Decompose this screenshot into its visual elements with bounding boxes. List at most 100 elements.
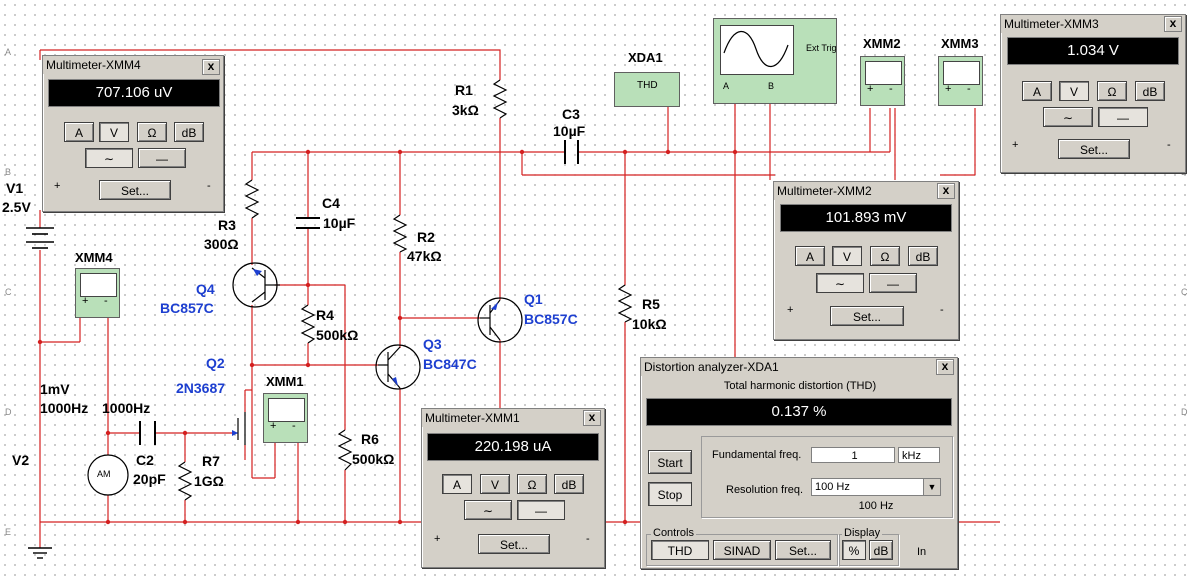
xmm3-btn-db[interactable]: dB <box>1135 81 1165 101</box>
xmm4-btn-v[interactable]: V <box>99 122 129 142</box>
xmm2-set-button[interactable]: Set... <box>830 306 904 326</box>
xmm1-btn-db[interactable]: dB <box>554 474 584 494</box>
v2-amp[interactable]: 1mV <box>40 381 70 397</box>
db-button[interactable]: dB <box>869 540 893 560</box>
q2-model[interactable]: 2N3687 <box>176 380 226 396</box>
r2-ref[interactable]: R2 <box>417 229 435 245</box>
dropdown-arrow-icon[interactable]: ▼ <box>923 479 940 495</box>
thd-button[interactable]: THD <box>651 540 709 560</box>
xmm2-btn-ohm[interactable]: Ω <box>870 246 900 266</box>
xmm4-close-icon[interactable]: x <box>202 59 220 75</box>
c4-value[interactable]: 10µF <box>323 215 356 231</box>
xmm3-btn-v[interactable]: V <box>1059 81 1089 101</box>
stop-button[interactable]: Stop <box>648 482 692 506</box>
xmm2-symbol[interactable]: + - <box>860 56 905 106</box>
xmm3-dc-button[interactable]: — <box>1098 107 1148 127</box>
xmm1-btn-ohm[interactable]: Ω <box>517 474 547 494</box>
xmm4-btn-a[interactable]: A <box>64 122 94 142</box>
xmm2-btn-a[interactable]: A <box>795 246 825 266</box>
sinad-button[interactable]: SINAD <box>713 540 771 560</box>
controls-set-button[interactable]: Set... <box>775 540 831 560</box>
xmm1-ref[interactable]: XMM1 <box>266 374 304 389</box>
q4-ref[interactable]: Q4 <box>196 281 215 297</box>
xmm3-btn-a[interactable]: A <box>1022 81 1052 101</box>
r5-value[interactable]: 10kΩ <box>632 316 667 332</box>
q1-ref[interactable]: Q1 <box>524 291 543 307</box>
xmm4-btn-db[interactable]: dB <box>174 122 204 142</box>
edge-label-c-right: C <box>1181 287 1188 297</box>
xmm4-dc-button[interactable]: — <box>138 148 186 168</box>
xmm1-btn-v[interactable]: V <box>480 474 510 494</box>
oscilloscope-symbol[interactable]: Ext Trig A B <box>713 18 837 104</box>
xda1-ref[interactable]: XDA1 <box>628 50 663 65</box>
q2-ref[interactable]: Q2 <box>206 355 225 371</box>
xmm3-ref[interactable]: XMM3 <box>941 36 979 51</box>
c4-ref[interactable]: C4 <box>322 195 340 211</box>
xmm1-symbol[interactable]: + - <box>263 393 308 443</box>
multimeter-xmm1-window[interactable]: Multimeter-XMM1 x 220.198 uA A V Ω dB ∼ … <box>421 408 605 568</box>
v1-value[interactable]: 2.5V <box>2 199 31 215</box>
r4-value[interactable]: 500kΩ <box>316 327 359 343</box>
multimeter-xmm2-window[interactable]: Multimeter-XMM2 x 101.893 mV A V Ω dB ∼ … <box>773 181 959 340</box>
edge-label-e: E <box>5 527 12 537</box>
xmm4-ref[interactable]: XMM4 <box>75 250 113 265</box>
distortion-close-icon[interactable]: x <box>936 359 954 375</box>
xmm1-btn-a[interactable]: A <box>442 474 472 494</box>
q3-ref[interactable]: Q3 <box>423 336 442 352</box>
r2-value[interactable]: 47kΩ <box>407 248 442 264</box>
xmm4-btn-ohm[interactable]: Ω <box>137 122 167 142</box>
c2-ref[interactable]: C2 <box>136 452 154 468</box>
xmm1-set-button[interactable]: Set... <box>478 534 550 554</box>
xmm3-close-icon[interactable]: x <box>1164 16 1182 32</box>
xda1-symbol[interactable]: THD <box>614 72 680 107</box>
c3-value[interactable]: 10µF <box>553 123 586 139</box>
r3-ref[interactable]: R3 <box>218 217 236 233</box>
xmm2-btn-v[interactable]: V <box>832 246 862 266</box>
edge-label-b: B <box>5 167 12 177</box>
xmm1-close-icon[interactable]: x <box>583 410 601 426</box>
resolution-freq-select[interactable]: 100 Hz ▼ <box>811 478 941 496</box>
r1-value[interactable]: 3kΩ <box>452 102 479 118</box>
q4-model[interactable]: BC857C <box>160 300 214 316</box>
r7-value[interactable]: 1GΩ <box>194 473 224 489</box>
r3-value[interactable]: 300Ω <box>204 236 239 252</box>
multimeter-xmm4-window[interactable]: Multimeter-XMM4 x 707.106 uV A V Ω dB ∼ … <box>42 55 224 212</box>
percent-button[interactable]: % <box>842 540 866 560</box>
xmm2-ref[interactable]: XMM2 <box>863 36 901 51</box>
r6-value[interactable]: 500kΩ <box>352 451 395 467</box>
c2-value[interactable]: 20pF <box>133 471 166 487</box>
r6-ref[interactable]: R6 <box>361 431 379 447</box>
v2-freq2[interactable]: 1000Hz <box>102 400 151 416</box>
xmm2-btn-db[interactable]: dB <box>908 246 938 266</box>
xmm4-ac-button[interactable]: ∼ <box>85 148 133 168</box>
xmm2-close-icon[interactable]: x <box>937 183 955 199</box>
xmm4-set-button[interactable]: Set... <box>99 180 171 200</box>
v1-ref[interactable]: V1 <box>6 180 24 196</box>
xmm1-ac-button[interactable]: ∼ <box>464 500 512 520</box>
xmm1-title: Multimeter-XMM1 <box>422 409 604 427</box>
r7-ref[interactable]: R7 <box>202 453 220 469</box>
v2-ref[interactable]: V2 <box>12 452 30 468</box>
r4-ref[interactable]: R4 <box>316 307 334 323</box>
xmm4-symbol[interactable]: + - <box>75 268 120 318</box>
xmm3-ac-button[interactable]: ∼ <box>1043 107 1093 127</box>
xmm1-dc-button[interactable]: — <box>517 500 565 520</box>
r5-ref[interactable]: R5 <box>642 296 660 312</box>
fundamental-freq-unit[interactable]: kHz <box>898 447 940 463</box>
multimeter-xmm3-window[interactable]: Multimeter-XMM3 x 1.034 V A V Ω dB ∼ — S… <box>1000 14 1186 173</box>
r1-ref[interactable]: R1 <box>455 82 473 98</box>
xmm3-set-button[interactable]: Set... <box>1058 139 1130 159</box>
start-button[interactable]: Start <box>648 450 692 474</box>
c3-ref[interactable]: C3 <box>562 106 580 122</box>
q3-model[interactable]: BC847C <box>423 356 477 372</box>
xmm3-btn-ohm[interactable]: Ω <box>1097 81 1127 101</box>
xmm2-minus: - <box>889 83 893 95</box>
v2-freq1[interactable]: 1000Hz <box>40 400 89 416</box>
q1-model[interactable]: BC857C <box>524 311 578 327</box>
xmm2-dc-button[interactable]: — <box>869 273 917 293</box>
fundamental-freq-input[interactable]: 1 <box>811 447 895 463</box>
xmm2-ac-button[interactable]: ∼ <box>816 273 864 293</box>
xmm2-reading: 101.893 mV <box>780 204 952 232</box>
xmm3-symbol[interactable]: + - <box>938 56 983 106</box>
distortion-analyzer-window[interactable]: Distortion analyzer-XDA1 x Total harmoni… <box>640 357 958 569</box>
